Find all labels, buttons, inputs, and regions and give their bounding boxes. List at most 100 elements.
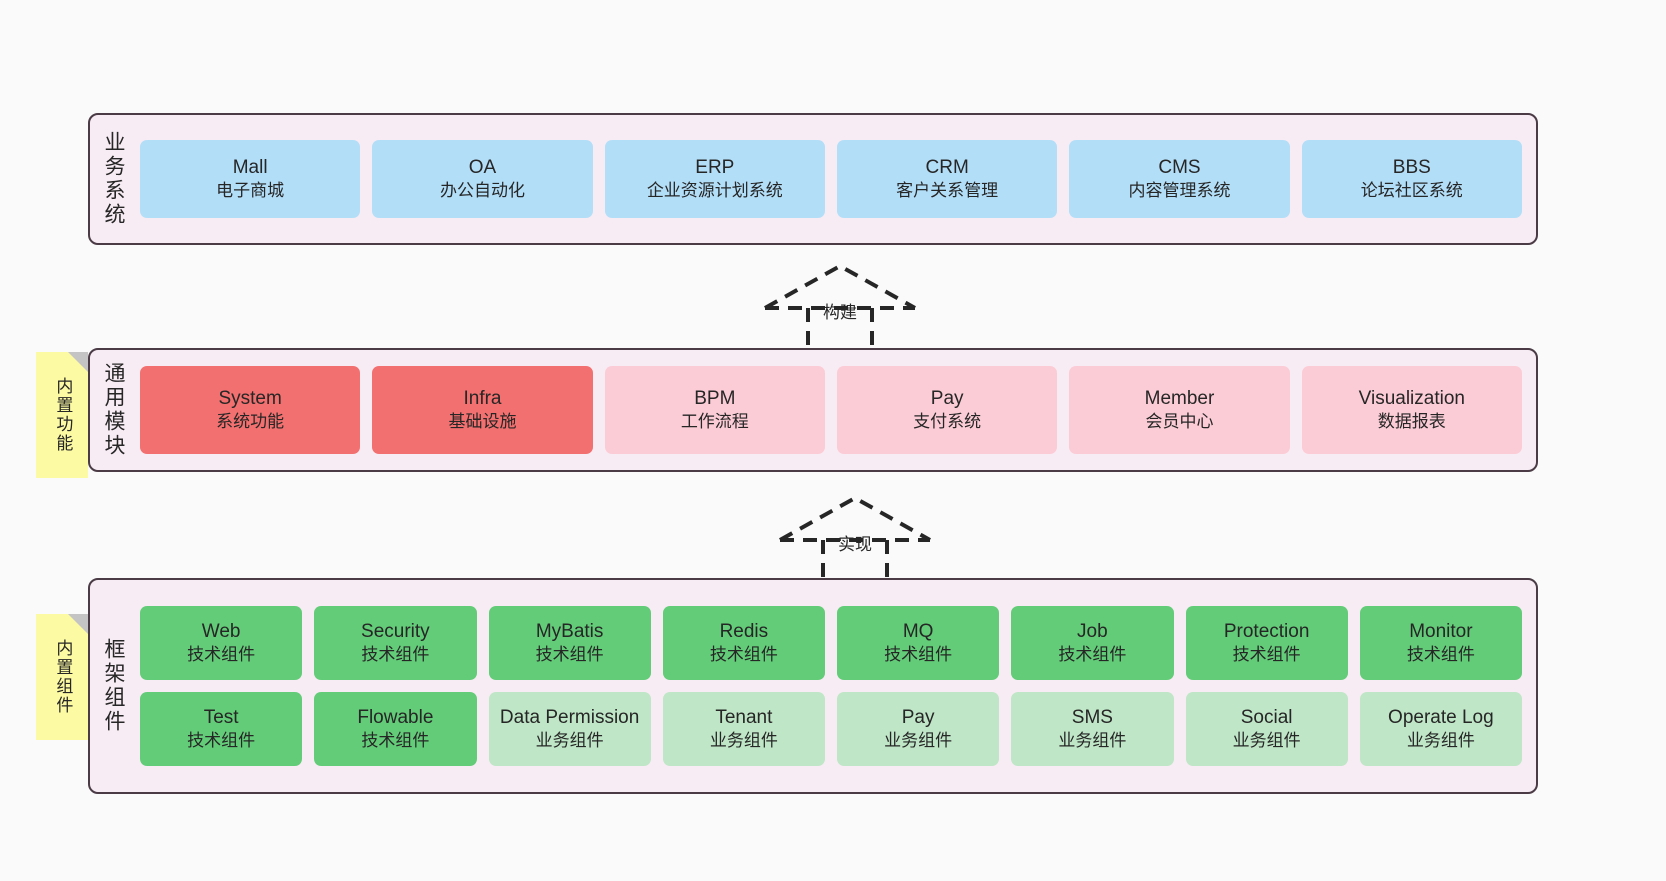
card-title-en: Flowable (357, 706, 434, 728)
connector-label-implement: 实现 (838, 535, 872, 554)
card-test[interactable]: Test 技术组件 (140, 692, 303, 766)
card-title-cn: 系统功能 (216, 412, 285, 432)
card-title-cn: 技术组件 (709, 645, 778, 665)
card-title-en: Test (203, 706, 239, 728)
card-web[interactable]: Web 技术组件 (140, 606, 303, 680)
card-security[interactable]: Security 技术组件 (314, 606, 477, 680)
card-title-cn: 会员中心 (1145, 412, 1214, 432)
card-infra[interactable]: Infra 基础设施 (372, 366, 593, 454)
card-mybatis[interactable]: MyBatis 技术组件 (488, 606, 651, 680)
card-title-en: Protection (1223, 620, 1310, 642)
card-title-cn: 技术组件 (361, 731, 430, 751)
card-cms[interactable]: CMS 内容管理系统 (1069, 140, 1290, 218)
card-redis[interactable]: Redis 技术组件 (662, 606, 825, 680)
card-title-en: Job (1077, 620, 1108, 642)
card-title-cn: 论坛社区系统 (1360, 181, 1463, 201)
card-row: Test 技术组件 Flowable 技术组件 Data Permission … (140, 692, 1522, 766)
card-title-en: CRM (925, 156, 969, 178)
layer-framework-component: 框架组件 Web 技术组件 Security 技术组件 MyBatis 技术组件… (88, 578, 1538, 794)
card-title-cn: 技术组件 (1406, 645, 1475, 665)
layer-title-framework-component: 框架组件 (102, 638, 126, 734)
card-mq[interactable]: MQ 技术组件 (837, 606, 1000, 680)
card-title-en: MyBatis (535, 620, 604, 642)
card-title-en: Tenant (715, 706, 773, 728)
card-title-en: Pay (901, 706, 935, 728)
card-title-cn: 企业资源计划系统 (646, 181, 783, 201)
layer-business-system: 业务系统 Mall 电子商城 OA 办公自动化 ERP 企业资源计划系统 CRM… (88, 113, 1538, 245)
card-row: Web 技术组件 Security 技术组件 MyBatis 技术组件 Redi… (140, 606, 1522, 680)
card-bpm[interactable]: BPM 工作流程 (604, 366, 825, 454)
card-title-en: Web (201, 620, 241, 642)
connector-build: 构建 (760, 260, 920, 352)
card-title-cn: 业务组件 (1058, 731, 1127, 751)
card-visualization[interactable]: Visualization 数据报表 (1301, 366, 1522, 454)
card-monitor[interactable]: Monitor 技术组件 (1359, 606, 1522, 680)
card-title-en: BBS (1392, 156, 1431, 178)
card-title-cn: 支付系统 (913, 412, 982, 432)
card-data-permission[interactable]: Data Permission 业务组件 (488, 692, 651, 766)
card-oa[interactable]: OA 办公自动化 (372, 140, 593, 218)
card-title-en: Security (361, 620, 430, 642)
note-builtin-component: 内置组件 (36, 614, 88, 740)
card-operate-log[interactable]: Operate Log 业务组件 (1359, 692, 1522, 766)
card-title-en: OA (468, 156, 497, 178)
card-title-en: Data Permission (499, 706, 640, 728)
card-flowable[interactable]: Flowable 技术组件 (314, 692, 477, 766)
card-pay[interactable]: Pay 支付系统 (836, 366, 1058, 454)
connector-label-build: 构建 (823, 303, 857, 322)
layer-title-common-module: 通用模块 (102, 362, 126, 458)
card-title-en: Pay (930, 387, 964, 409)
card-title-en: Monitor (1409, 620, 1473, 642)
card-title-cn: 办公自动化 (439, 181, 525, 201)
card-title-en: Infra (463, 387, 502, 409)
card-title-en: ERP (695, 156, 735, 178)
card-system[interactable]: System 系统功能 (140, 366, 361, 454)
card-erp[interactable]: ERP 企业资源计划系统 (604, 140, 825, 218)
note-fold-corner-icon (68, 614, 88, 634)
card-crm[interactable]: CRM 客户关系管理 (836, 140, 1058, 218)
card-protection[interactable]: Protection 技术组件 (1185, 606, 1348, 680)
card-title-cn: 数据报表 (1377, 412, 1446, 432)
card-title-cn: 技术组件 (361, 645, 430, 665)
layer-title-business-system: 业务系统 (102, 131, 126, 227)
card-row: Mall 电子商城 OA 办公自动化 ERP 企业资源计划系统 CRM 客户关系… (140, 140, 1522, 218)
card-title-cn: 技术组件 (535, 645, 604, 665)
card-title-cn: 电子商城 (216, 181, 285, 201)
card-title-en: CMS (1158, 156, 1201, 178)
card-title-cn: 业务组件 (1232, 731, 1301, 751)
card-sms[interactable]: SMS 业务组件 (1011, 692, 1174, 766)
note-builtin-function: 内置功能 (36, 352, 88, 478)
card-job[interactable]: Job 技术组件 (1011, 606, 1174, 680)
card-title-en: Member (1144, 387, 1215, 409)
card-title-en: BPM (694, 387, 736, 409)
card-title-cn: 技术组件 (1232, 645, 1301, 665)
card-title-cn: 业务组件 (884, 731, 953, 751)
card-title-en: MQ (902, 620, 934, 642)
note-label: 内置功能 (53, 377, 73, 453)
card-title-en: System (218, 387, 282, 409)
card-pay-business[interactable]: Pay 业务组件 (837, 692, 1000, 766)
card-bbs[interactable]: BBS 论坛社区系统 (1301, 140, 1522, 218)
card-title-en: Mall (232, 156, 268, 178)
layer-body-business-system: Mall 电子商城 OA 办公自动化 ERP 企业资源计划系统 CRM 客户关系… (136, 115, 1536, 243)
card-title-cn: 业务组件 (1406, 731, 1475, 751)
layer-common-module: 通用模块 System 系统功能 Infra 基础设施 BPM 工作流程 Pay… (88, 348, 1538, 472)
card-title-cn: 工作流程 (680, 412, 749, 432)
card-title-en: Redis (719, 620, 769, 642)
card-tenant[interactable]: Tenant 业务组件 (662, 692, 825, 766)
layer-body-common-module: System 系统功能 Infra 基础设施 BPM 工作流程 Pay 支付系统… (136, 350, 1536, 470)
card-title-en: Social (1240, 706, 1293, 728)
note-label: 内置组件 (53, 639, 73, 715)
card-row: System 系统功能 Infra 基础设施 BPM 工作流程 Pay 支付系统… (140, 366, 1522, 454)
card-title-cn: 基础设施 (448, 412, 517, 432)
card-mall[interactable]: Mall 电子商城 (140, 140, 361, 218)
card-title-cn: 业务组件 (535, 731, 604, 751)
connector-implement: 实现 (775, 492, 935, 584)
card-title-cn: 客户关系管理 (896, 181, 999, 201)
layer-body-framework-component: Web 技术组件 Security 技术组件 MyBatis 技术组件 Redi… (136, 580, 1536, 792)
card-title-en: Operate Log (1388, 706, 1494, 728)
card-title-en: Visualization (1358, 387, 1465, 409)
card-member[interactable]: Member 会员中心 (1069, 366, 1290, 454)
card-social[interactable]: Social 业务组件 (1185, 692, 1348, 766)
